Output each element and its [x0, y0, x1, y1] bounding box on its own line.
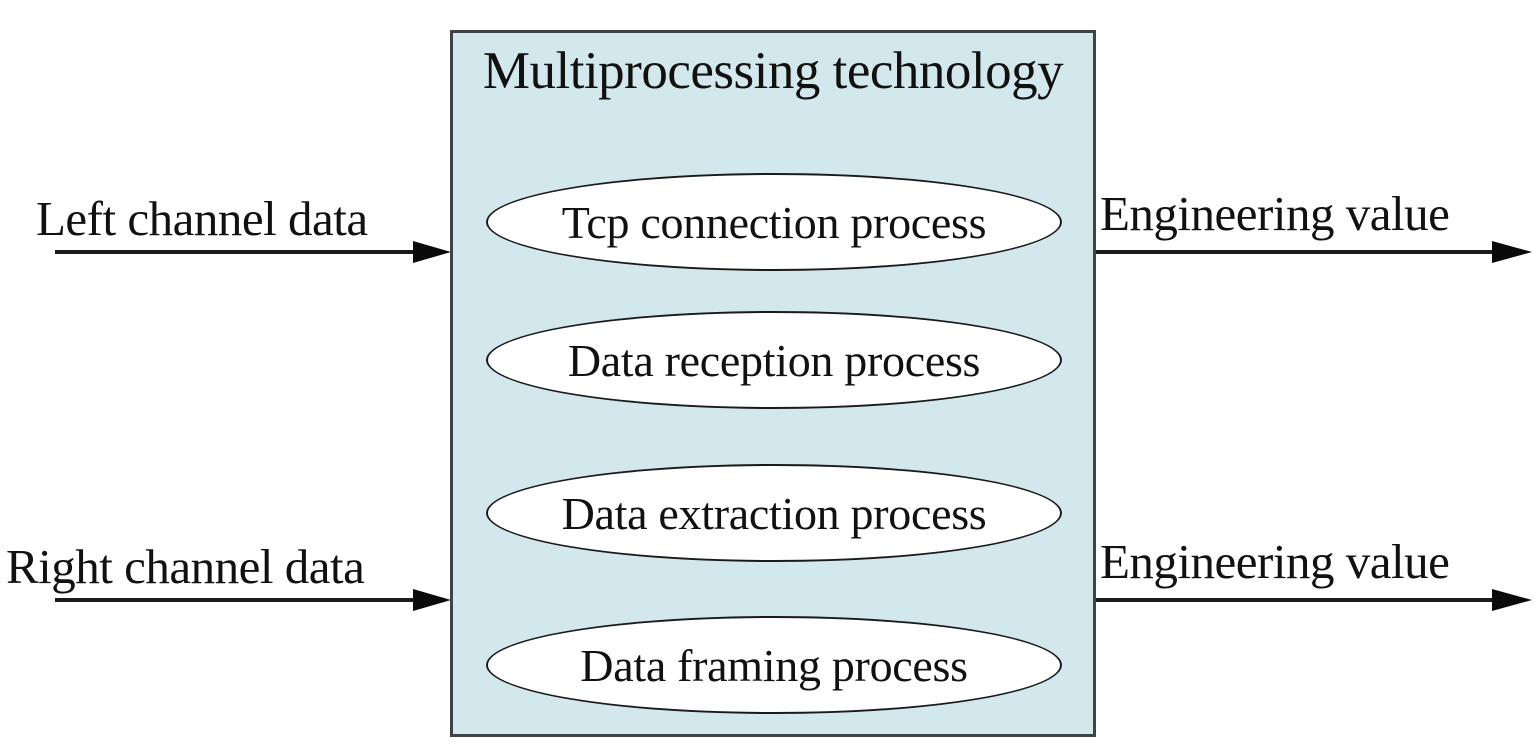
process-label: Data reception process [567, 334, 981, 386]
process-node-data-reception: Data reception process [486, 311, 1062, 409]
process-node-data-framing: Data framing process [486, 616, 1062, 714]
input-label-left-channel: Left channel data [36, 191, 368, 246]
input-label-right-channel: Right channel data [6, 539, 365, 594]
output-label-top: Engineering value [1100, 186, 1450, 241]
process-label: Tcp connection process [561, 196, 987, 248]
output-arrow-bottom [1094, 588, 1532, 612]
process-label: Data framing process [580, 639, 968, 691]
process-node-data-extraction: Data extraction process [486, 464, 1062, 562]
output-arrow-top [1094, 240, 1532, 264]
input-arrow-left-channel [55, 240, 451, 264]
process-label: Data extraction process [561, 487, 987, 539]
input-arrow-right-channel [55, 588, 451, 612]
process-node-tcp-connection: Tcp connection process [486, 173, 1062, 271]
output-label-bottom: Engineering value [1100, 534, 1450, 589]
